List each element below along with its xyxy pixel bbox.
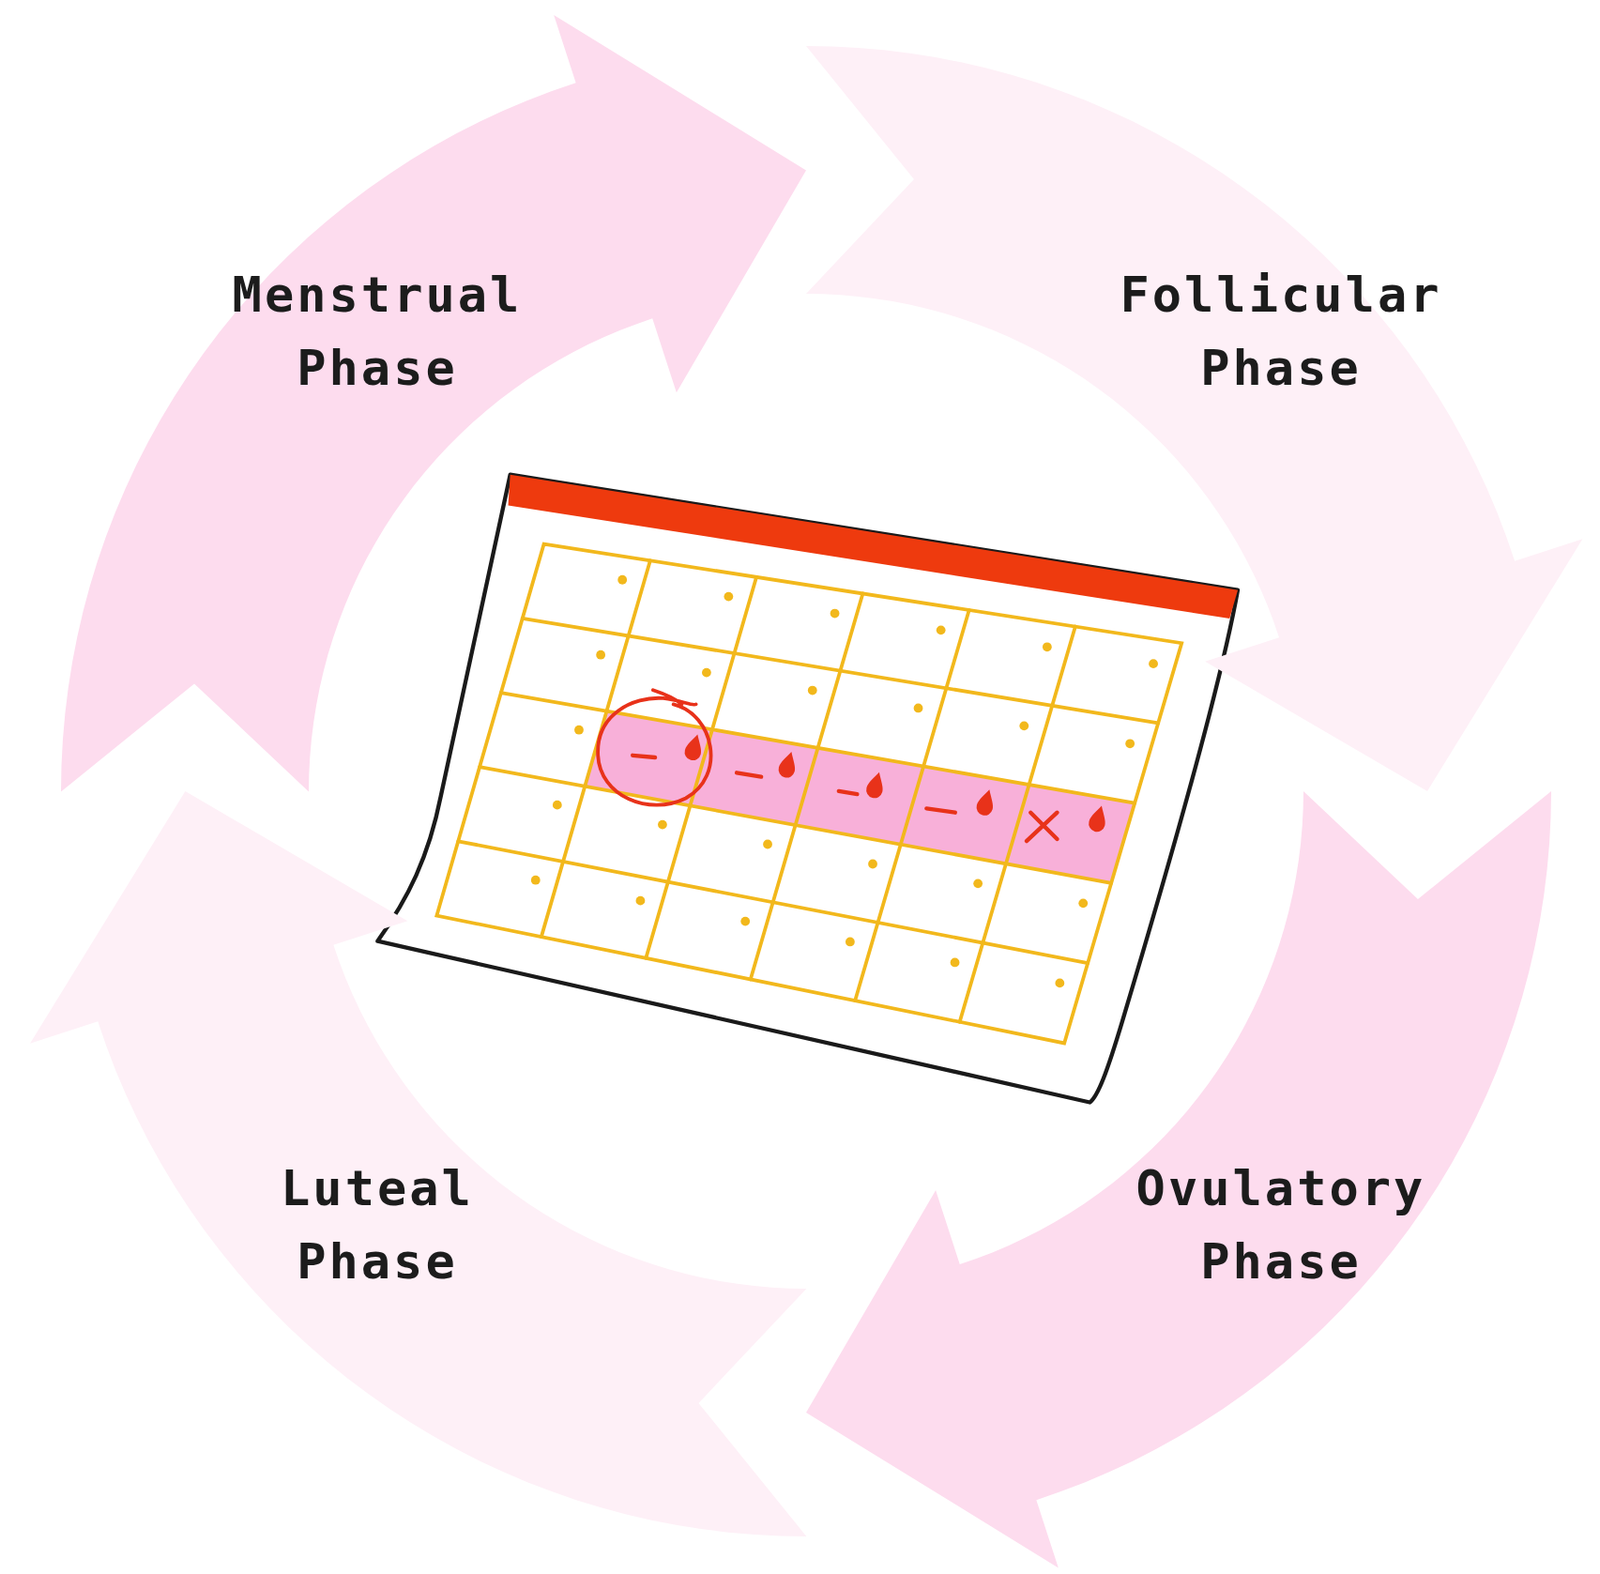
arrow-shape	[806, 45, 1583, 792]
blood-drop	[1086, 803, 1110, 834]
grid-line	[522, 618, 1159, 724]
grid-line	[479, 766, 1112, 884]
phase-arrow: Follicular Phase	[806, 45, 1583, 792]
phase-label: Menstrual Phase	[198, 258, 556, 405]
calendar-grid	[436, 544, 1182, 1044]
calendar-dot	[701, 668, 712, 678]
arrow-band	[806, 791, 1552, 1568]
grid-line	[541, 560, 651, 937]
calendar-dot	[1054, 977, 1065, 988]
phase-label: Follicular Phase	[1102, 258, 1460, 405]
period-marks	[632, 731, 1110, 841]
grid-line	[457, 840, 1088, 963]
calendar-dot	[936, 624, 946, 635]
blood-drop	[975, 787, 998, 818]
calendar-dot	[1042, 641, 1052, 652]
calendar-dot	[868, 859, 878, 869]
calendar-dot	[1078, 898, 1088, 908]
dash-mark	[926, 807, 955, 812]
grid-border	[436, 544, 1182, 1044]
grid-line	[960, 626, 1076, 1022]
phase-label: Ovulatory Phase	[1102, 1151, 1460, 1298]
calendar-dot	[807, 685, 818, 696]
grid-line	[750, 593, 864, 979]
phase-arrow: Ovulatory Phase	[806, 791, 1552, 1568]
calendar-dot	[531, 875, 541, 885]
arrow-band	[806, 45, 1583, 792]
dash-mark	[736, 772, 762, 777]
phase-arrow: Menstrual Phase	[60, 15, 807, 792]
grid-line	[854, 609, 969, 1001]
circled-day	[597, 689, 711, 805]
calendar-dot	[1148, 658, 1159, 669]
calendar-dot	[595, 650, 606, 660]
phase-label: Luteal Phase	[198, 1151, 556, 1298]
period-highlight	[584, 711, 1135, 884]
calendar-dot	[845, 937, 855, 947]
dash-mark	[632, 755, 656, 758]
cross-mark	[1026, 812, 1058, 841]
calendar-header	[508, 474, 1238, 619]
calendar-dot	[740, 916, 750, 927]
calendar-dot	[950, 958, 960, 968]
calendar-dot	[723, 592, 733, 602]
dash-mark	[838, 791, 858, 794]
phase-arrow: Luteal Phase	[30, 791, 807, 1537]
arrow-band	[60, 15, 807, 792]
calendar-dot	[617, 575, 627, 585]
calendar-dot	[657, 820, 668, 830]
calendar-dot	[636, 896, 646, 906]
calendar-dot	[762, 839, 773, 850]
calendar-dot	[914, 703, 924, 714]
blood-drop	[683, 731, 706, 762]
calendar-dot	[574, 725, 584, 735]
calendar-dot	[1019, 720, 1029, 731]
arrow-shape	[60, 15, 807, 792]
calendar-dot	[1125, 738, 1135, 748]
calendar-dot	[973, 878, 983, 888]
grid-line	[501, 692, 1135, 804]
blood-drop	[864, 769, 887, 800]
calendar-dots	[531, 575, 1159, 988]
calendar-paper	[377, 474, 1238, 1103]
grid-line	[645, 577, 757, 959]
calendar-dot	[830, 609, 840, 619]
blood-drop	[777, 749, 800, 780]
arrow-band	[30, 791, 807, 1537]
calendar-dot	[552, 800, 563, 810]
